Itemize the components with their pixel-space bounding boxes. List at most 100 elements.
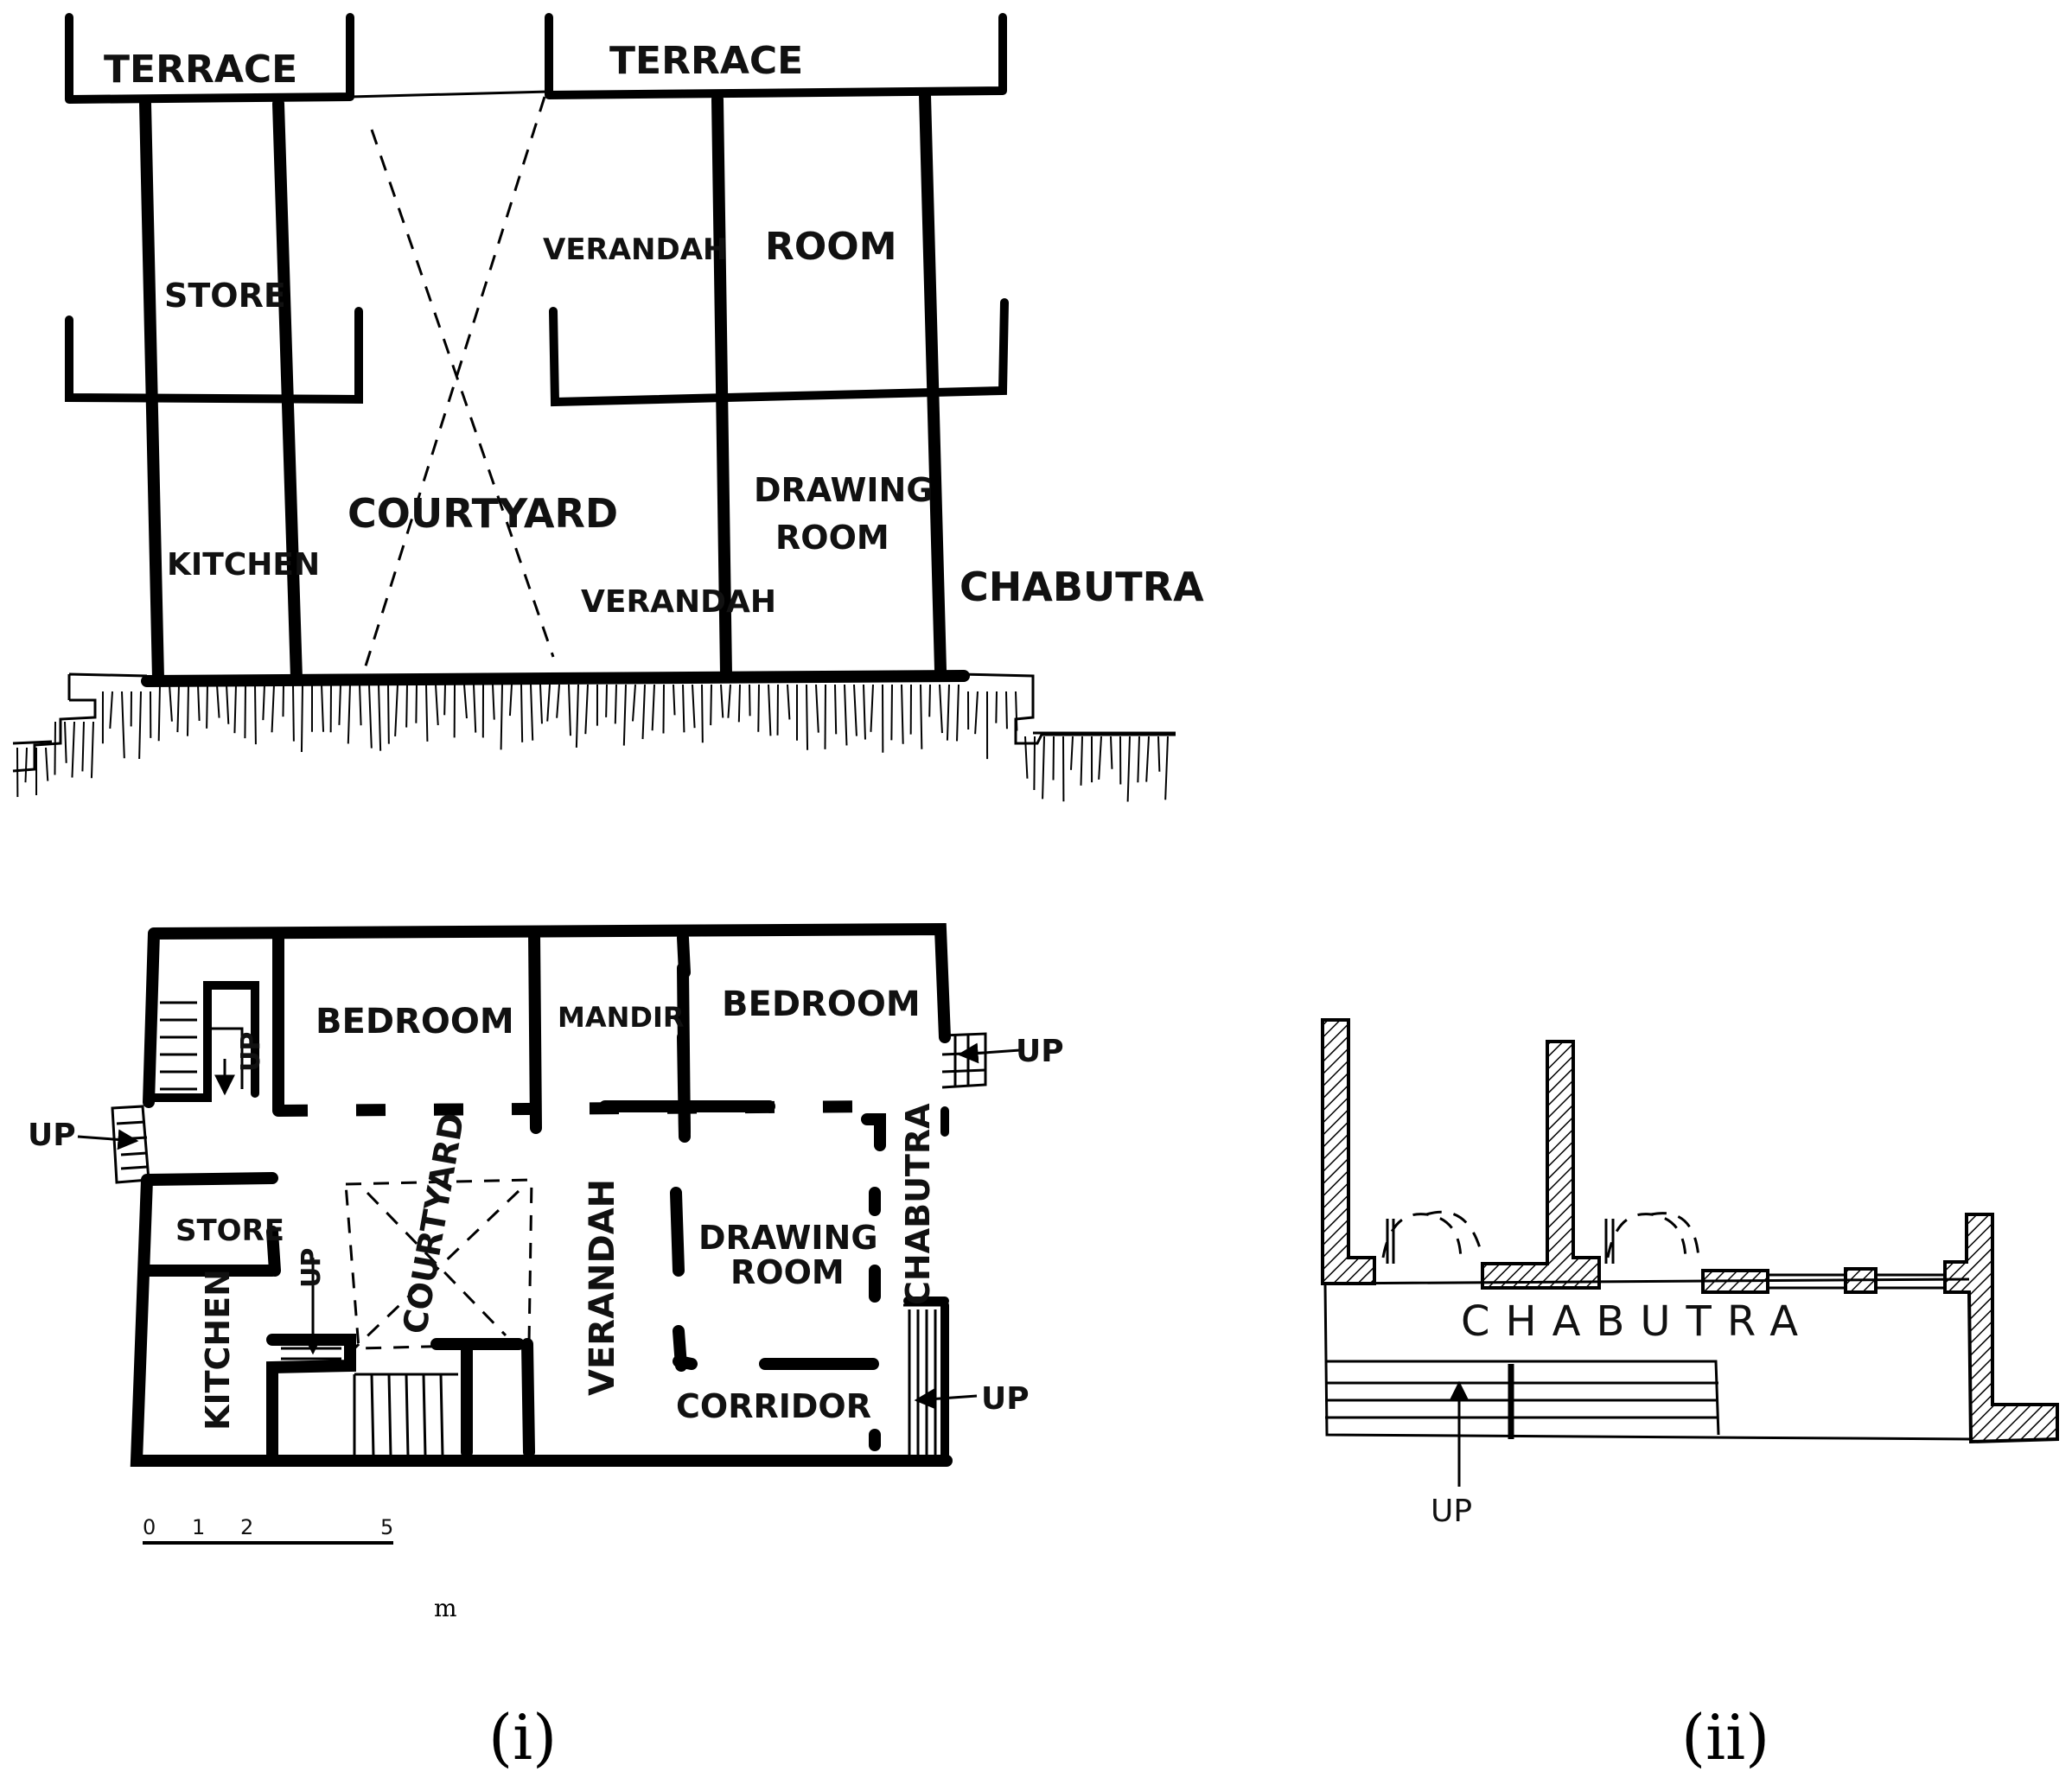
earth-hatch-stroke bbox=[197, 684, 201, 721]
earth-hatch-stroke bbox=[520, 684, 524, 742]
label-courtyard: COURTYARD bbox=[347, 490, 618, 537]
earth-hatch-stroke bbox=[1069, 736, 1074, 770]
earth-hatch-stroke bbox=[568, 684, 571, 736]
earth-hatch-stroke bbox=[641, 684, 646, 740]
plan-courtyard-diagonals bbox=[353, 1189, 520, 1350]
earth-hatch-stroke bbox=[338, 684, 341, 725]
plan-label-bedroom-left: BEDROOM bbox=[316, 1002, 514, 1042]
earth-hatch-stroke bbox=[870, 684, 874, 732]
scale-tick-2: 2 bbox=[240, 1515, 253, 1539]
earth-hatch-stroke bbox=[233, 684, 237, 734]
earth-hatch-stroke bbox=[806, 684, 809, 750]
section-wall-1 bbox=[139, 98, 164, 685]
earth-hatch-stroke bbox=[956, 684, 959, 742]
scale-tick-5: 5 bbox=[380, 1515, 393, 1539]
label-store: STORE bbox=[164, 277, 286, 315]
up-arrows bbox=[77, 1042, 1021, 1410]
earth-hatch-stroke bbox=[1157, 736, 1161, 772]
earth-hatch-stroke bbox=[1110, 736, 1113, 769]
ground-floor-line bbox=[141, 670, 970, 687]
plinth-steps-left bbox=[12, 672, 148, 773]
earth-hatch-stroke bbox=[815, 684, 819, 733]
scale-unit: m bbox=[434, 1594, 457, 1622]
plan-stair-top-left bbox=[144, 981, 259, 1102]
plan-label-up-right-top: UP bbox=[1016, 1034, 1064, 1069]
earth-hatch-stroke bbox=[824, 684, 826, 749]
earth-hatch-stroke bbox=[300, 684, 303, 752]
earth-hatch-stroke bbox=[727, 684, 731, 718]
label-room: ROOM bbox=[765, 225, 896, 269]
earth-hatch-stroke bbox=[473, 684, 477, 733]
earth-hatch-stroke bbox=[787, 684, 791, 720]
earth-hatch-stroke bbox=[890, 684, 893, 741]
plan-label-drawing-room: ROOM bbox=[730, 1253, 845, 1291]
earth-hatch-stroke bbox=[651, 684, 655, 731]
earth-hatch-stroke bbox=[71, 721, 75, 778]
earth-hatch-stroke bbox=[1080, 736, 1083, 786]
caption-i: (i) bbox=[488, 1701, 557, 1774]
plan-label-up-entry-left: UP bbox=[28, 1118, 76, 1153]
earth-hatch-stroke bbox=[682, 684, 685, 733]
earth-hatch-stroke bbox=[720, 684, 724, 718]
plan-stair-right-bottom bbox=[903, 1303, 944, 1459]
earth-hatch-stroke bbox=[662, 684, 665, 734]
earth-hatch-stroke bbox=[394, 684, 398, 737]
plan-store-walls bbox=[141, 1172, 281, 1277]
detail-chabutra-platform bbox=[1322, 1277, 1973, 1441]
terrace-link-line bbox=[349, 90, 550, 99]
earth-hatch-stroke bbox=[995, 691, 998, 723]
chabutra-detail: CHABUTRA UP (ii) bbox=[1321, 1018, 2059, 1774]
earth-hatch-stroke bbox=[737, 684, 741, 723]
earth-hatch-stroke bbox=[556, 684, 560, 718]
section-wall-3 bbox=[711, 93, 732, 680]
plan-label-chabutra: CHABUTRA bbox=[899, 1103, 937, 1305]
plan-label-corridor: CORRIDOR bbox=[676, 1387, 871, 1425]
earth-hatch-stroke bbox=[673, 684, 676, 716]
earth-hatch-stroke bbox=[692, 684, 696, 729]
courtyard-dash-1 bbox=[370, 129, 555, 658]
detail-label-up: UP bbox=[1431, 1494, 1472, 1529]
detail-door-jamb-2 bbox=[1604, 1219, 1615, 1264]
earth-hatch-stroke bbox=[1005, 691, 1008, 730]
section-drawing: TERRACE TERRACE STORE VERANDAH ROOM KITC… bbox=[12, 13, 1204, 802]
earth-hatch-stroke bbox=[138, 691, 142, 760]
earth-hatch-stroke bbox=[226, 684, 230, 724]
earth-hatch-stroke bbox=[530, 684, 534, 741]
label-drawing: DRAWING bbox=[754, 471, 934, 509]
plan-label-drawing: DRAWING bbox=[698, 1219, 878, 1257]
earth-hatch-stroke bbox=[844, 684, 848, 746]
plan-wall-stair-block bbox=[430, 1338, 525, 1458]
detail-door-jamb-1 bbox=[1386, 1219, 1395, 1264]
detail-steps bbox=[1325, 1360, 1720, 1436]
detail-hatched-walls bbox=[1321, 1018, 2059, 1444]
earth-hatch-stroke bbox=[1137, 736, 1140, 783]
earth-hatch-stroke bbox=[262, 684, 265, 721]
plan-kitchen-stair bbox=[266, 1334, 356, 1467]
plan-label-up-right-bottom: UP bbox=[981, 1381, 1030, 1417]
earth-hatching bbox=[16, 684, 1169, 802]
earth-hatch-stroke bbox=[24, 747, 28, 783]
earth-hatch-stroke bbox=[901, 684, 904, 744]
earth-hatch-stroke bbox=[1145, 736, 1150, 782]
earth-hatch-stroke bbox=[347, 684, 351, 744]
earth-hatch-stroke bbox=[500, 684, 503, 750]
earth-hatch-stroke bbox=[54, 721, 56, 775]
earth-hatch-stroke bbox=[546, 684, 551, 722]
plan-kitchen-stair-treads bbox=[281, 1347, 341, 1360]
plan-wall-verandah-bottom bbox=[521, 1338, 535, 1458]
earth-hatch-stroke bbox=[387, 684, 390, 744]
earth-hatch-stroke bbox=[415, 684, 418, 723]
earth-hatch-stroke bbox=[584, 684, 589, 735]
earth-hatch-stroke bbox=[425, 684, 429, 742]
plan-chabutra-columns bbox=[861, 1113, 886, 1451]
earth-hatch-stroke bbox=[974, 691, 979, 735]
earth-hatch-stroke bbox=[169, 684, 173, 722]
earth-hatch-stroke bbox=[321, 684, 325, 732]
plan-label-store: STORE bbox=[175, 1214, 284, 1248]
earth-hatch-stroke bbox=[157, 684, 161, 742]
label-verandah-top: VERANDAH bbox=[543, 233, 727, 267]
plinth-steps-right bbox=[959, 672, 1176, 745]
label-verandah-bottom: VERANDAH bbox=[581, 584, 776, 620]
terrace-left-parapet bbox=[65, 13, 354, 104]
